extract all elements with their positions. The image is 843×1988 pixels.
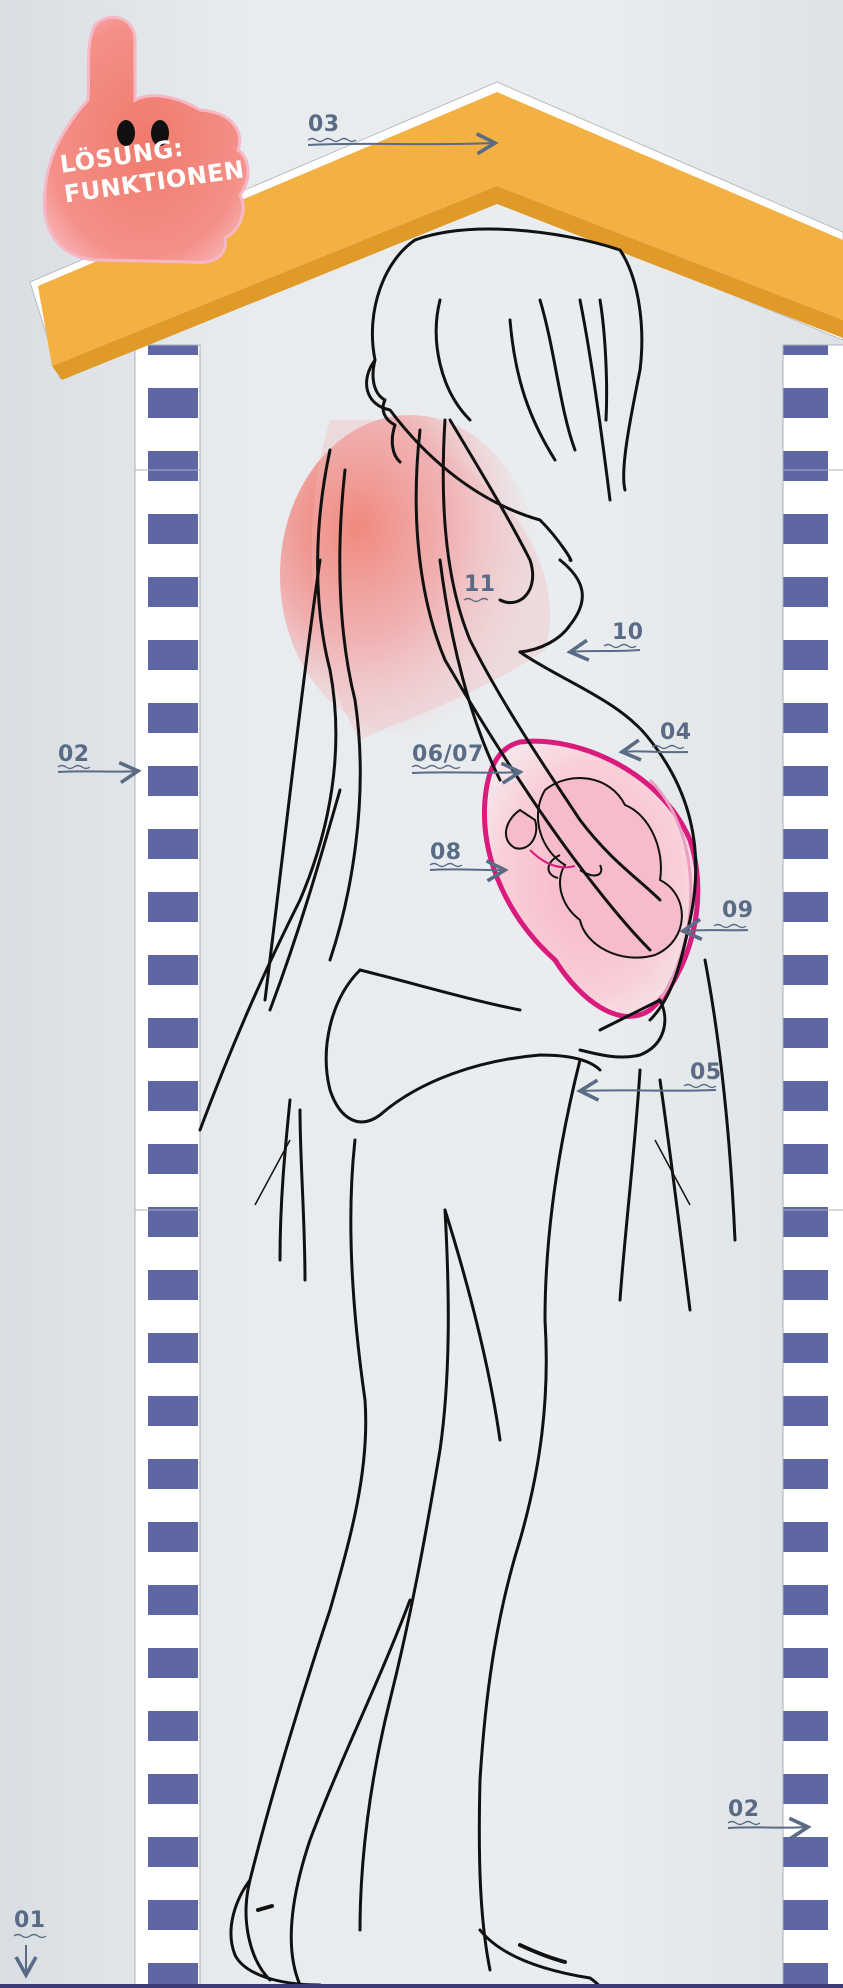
arrow-02-left <box>58 771 138 772</box>
bottom-edge-bar <box>0 1984 843 1988</box>
arrow-10 <box>570 650 640 652</box>
label-11: 11 <box>464 572 496 597</box>
label-02-left: 02 <box>58 742 90 767</box>
label-09: 09 <box>722 898 754 923</box>
arrow-09 <box>683 930 748 931</box>
label-01: 01 <box>14 1908 46 1933</box>
right-post <box>783 345 843 1988</box>
label-04: 04 <box>660 720 692 745</box>
arrow-0607 <box>412 772 520 773</box>
chest-highlight-edge <box>312 420 550 740</box>
arrow-08 <box>430 869 505 870</box>
label-05: 05 <box>690 1060 722 1085</box>
label-02-right: 02 <box>728 1797 760 1822</box>
label-10: 10 <box>612 620 644 645</box>
label-03: 03 <box>308 112 340 137</box>
arrow-05 <box>580 1090 716 1091</box>
label-0607: 06/07 <box>412 742 484 767</box>
left-post <box>135 345 200 1988</box>
arrow-03 <box>308 143 495 145</box>
arrow-04 <box>622 751 688 752</box>
label-08: 08 <box>430 840 462 865</box>
inner-thigh-mark-right <box>655 1140 690 1205</box>
arrow-02-right <box>728 1827 808 1828</box>
